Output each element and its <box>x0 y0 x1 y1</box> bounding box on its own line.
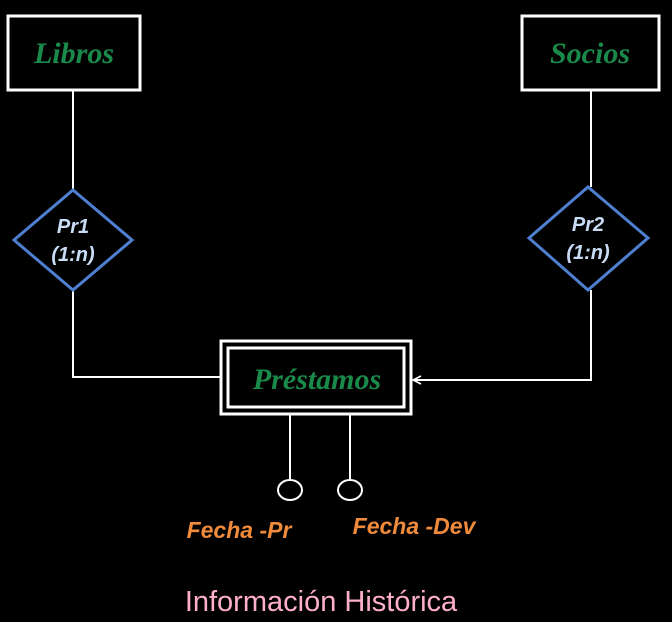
attribute-fecha-dev: Fecha -Dev <box>337 479 477 539</box>
entity-socios-box <box>520 14 661 92</box>
attribute-fecha-dev-circle <box>337 479 363 501</box>
connector-pr1-prestamos <box>72 290 228 377</box>
attribute-fecha-pr-circle <box>277 479 303 501</box>
attribute-fecha-pr-label: Fecha -Pr <box>187 517 293 543</box>
attribute-fecha-dev-label: Fecha -Dev <box>353 513 477 539</box>
entity-prestamos-label: Préstamos <box>252 363 381 396</box>
relationship-pr2-cardinality: (1:n) <box>566 242 610 264</box>
relationship-pr1-diamond <box>11 188 135 292</box>
entity-prestamos: Préstamos <box>219 339 413 416</box>
connector-pr2-prestamos <box>413 290 592 380</box>
relationship-pr2-name: Pr2 <box>572 214 604 236</box>
relationship-pr1-cardinality: (1:n) <box>51 244 95 266</box>
entity-libros-label: Libros <box>33 37 114 70</box>
relationship-pr2: Pr2 (1:n) <box>526 185 651 292</box>
entity-socios: Socios <box>520 14 661 92</box>
entity-libros: Libros <box>6 14 142 92</box>
attribute-fecha-pr: Fecha -Pr <box>187 479 303 543</box>
entity-libros-box <box>6 14 142 92</box>
relationship-pr1: Pr1 (1:n) <box>11 188 135 292</box>
entity-prestamos-inner-box <box>226 346 406 409</box>
entity-socios-label: Socios <box>550 37 630 70</box>
relationship-pr1-name: Pr1 <box>57 216 89 238</box>
caption: Información Histórica <box>185 586 458 618</box>
relationship-pr2-diamond <box>526 185 651 292</box>
entity-prestamos-outer-box <box>219 339 413 416</box>
